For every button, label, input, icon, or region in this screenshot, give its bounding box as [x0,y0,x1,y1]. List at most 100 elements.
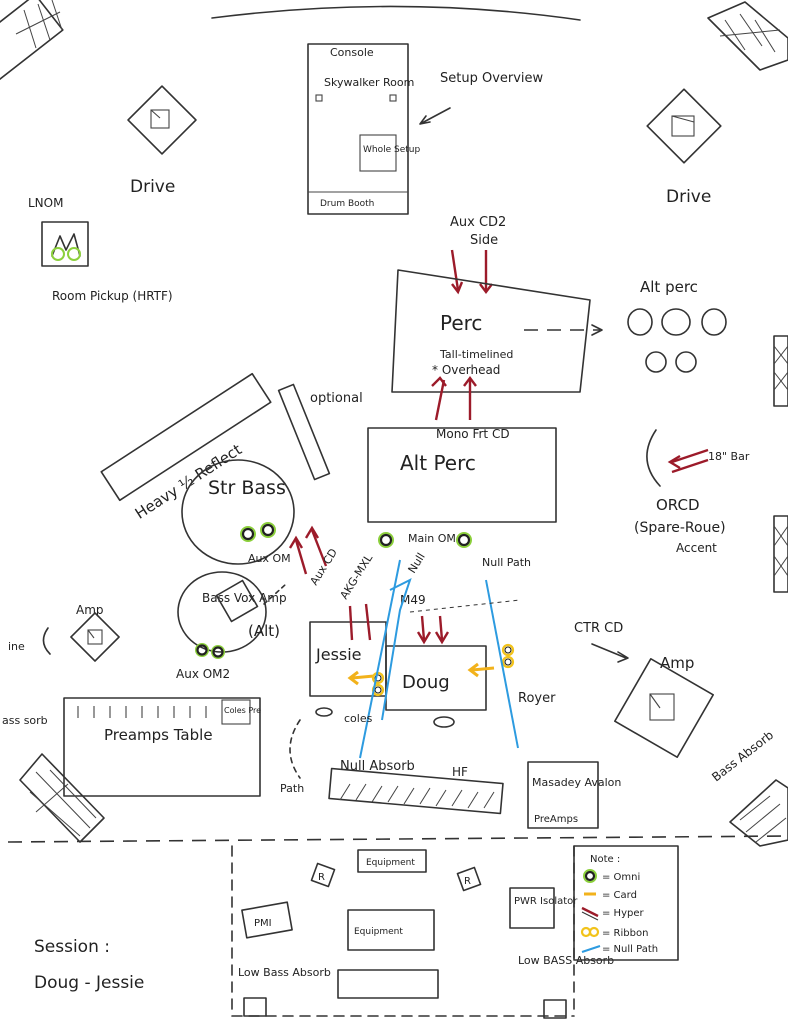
legend-ribbon-label: = Ribbon [602,928,648,939]
preamps-small-label: PreAmps [534,814,578,825]
legend-title: Note : [590,854,620,865]
alt-perc-drums [627,308,727,373]
aux-cd2-mics [450,249,493,295]
optional-label: optional [310,391,363,406]
room-divider [7,835,788,843]
amp-left-label: Amp [76,603,104,617]
masaday-avalon-box: Masadey Avalon PreAmps [527,761,621,829]
room-label: Room Pickup (HRTF) [52,289,173,303]
main-om-mics [378,532,472,548]
pwr-isolator-box: PWR Isolator [509,887,578,929]
jessie-label: Jessie [315,645,362,664]
royer-label: Royer [518,691,556,706]
bar-18-label: 18" Bar [708,450,750,463]
main-om-label: Main OM [408,532,456,545]
line-label: ine [8,640,25,653]
preamps-label: Preamps Table [104,726,213,744]
alt-perc-right-label: Alt perc [640,278,698,296]
session-title: Session : [34,937,110,957]
legend-hyper-label: = Hyper [602,908,644,919]
pmi-label: PMI [254,918,272,929]
orcd-label: ORCD [656,496,700,514]
lnom-label: LNOM [28,196,63,210]
bass-absorb-right-label: Bass Absorb [709,728,776,785]
doug-label: Doug [402,672,450,693]
str-bass-hyper-mics [288,525,328,575]
bass-vox-link [263,583,287,605]
pmi-box: PMI [241,901,293,939]
bass-absorb-right [729,779,788,847]
amp-left [70,612,120,662]
coles-label: coles [344,712,373,725]
heavy-reflect-panel: Heavy ½ Reflect [100,372,272,523]
path-line [289,719,301,779]
optional-panel [277,383,331,481]
perc-label: Perc [440,311,482,335]
accent-label: Accent [676,541,717,555]
legend-item-ribbon: = Ribbon [580,926,648,939]
setup-overview-arrow [419,107,451,125]
null-path-label: Null Path [482,556,531,569]
str-bass-area: Str Bass [181,459,295,565]
drive-speaker-right [646,88,722,164]
legend: Note : = Omni = Card = Hyper = Ribbon = … [573,845,679,961]
r2-label: R [464,876,471,887]
alt-perc-line1: Alt Perc [400,451,476,475]
aux-cd-label: Aux CD [308,546,341,587]
tall-timelined-label: Tall-timelined [439,348,513,361]
null-absorb-label: Null Absorb [340,759,415,774]
preamps-table: Preamps Table Coles Pre [63,697,261,797]
console-desk [337,969,439,999]
jessie-card-mic [351,674,375,680]
amp-right [614,658,714,758]
doug-area: Doug [385,615,487,711]
mono-frt-cd-label: Mono Frt CD [436,427,510,441]
equipment-mid-label: Equipment [354,927,403,937]
str-bass-label: Str Bass [208,477,286,499]
bass-absorb-left-label: ass sorb [2,714,48,727]
null-absorb-panel [328,767,504,815]
alt-arrow-head [591,324,603,336]
null-label: Null [406,551,428,576]
skywalker-room-label: Skywalker Room [324,76,414,89]
bass-absorb-left [19,753,105,843]
legend-card-label: = Card [602,890,637,901]
legend-item-null-path: = Null Path [581,944,658,955]
line-arrow [42,627,51,655]
aux-om-label: Aux OM [248,552,291,565]
right-wall-panel-2 [773,515,788,593]
alt-perc-riser: Alt Perc [367,427,557,523]
alt-label: (Alt) [248,622,280,640]
ribbon-mic-royer [501,643,515,669]
session-name: Doug - Jessie [34,973,144,993]
low-bass-absorb-right-box [543,999,567,1019]
equipment-top-label: Equipment [366,858,415,868]
hf-label: HF [452,765,468,779]
m49-label: M49 [400,593,426,607]
ctr-cd-arrow [591,643,629,663]
drive-left-label: Drive [130,177,175,197]
setup-overview-label: Setup Overview [440,71,544,86]
bass-vox-amp-area: Bass Vox Amp [177,571,287,659]
overhead-mics [431,376,477,421]
equipment-mid: Equipment [347,909,435,951]
ctr-cd-label: CTR CD [574,621,623,636]
speaker-r-right: R [456,866,482,892]
null-paths [359,559,521,759]
legend-null-path-label: = Null Path [602,944,658,955]
doug-card-mic [471,666,495,672]
whole-setup-label: Whole Setup [363,145,420,155]
console-box: Console Skywalker Room Whole Setup Drum … [307,43,420,215]
masaday-label: Masadey Avalon [532,776,621,789]
back-wall [211,5,581,21]
path-label: Path [280,782,304,795]
drive-speaker-left [127,85,197,155]
bass-vox-amp-label: Bass Vox Amp [202,591,287,605]
orcd-mics [646,429,709,487]
lnom-mic-pair [41,221,89,267]
coles-mic-2 [433,716,455,728]
overhead-label: * Overhead [432,363,500,377]
r1-label: R [318,872,325,883]
perc-riser: Perc Tall-timelined * Overhead [391,269,591,393]
